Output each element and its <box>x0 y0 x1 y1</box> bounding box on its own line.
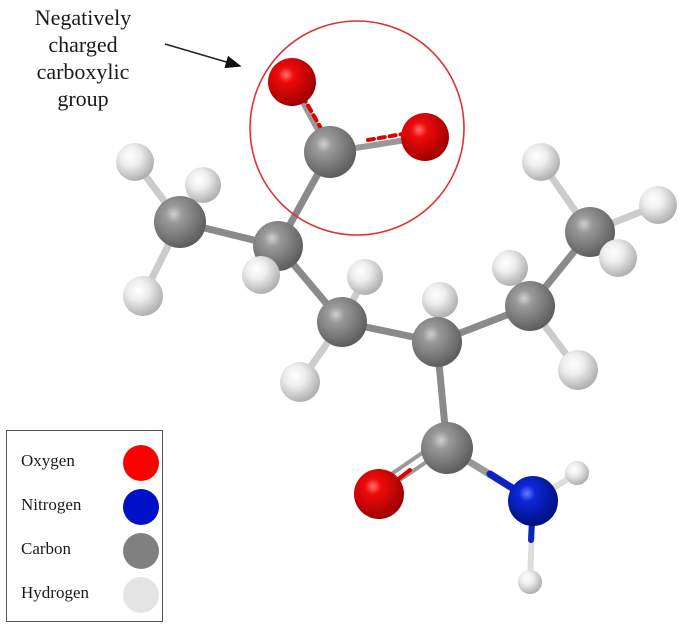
hydrogen-atom <box>599 239 637 277</box>
legend-label: Hydrogen <box>21 583 89 602</box>
legend-item-nitrogen: Nitrogen <box>21 487 159 527</box>
hydrogen-atom <box>242 256 280 294</box>
annotation-line: carboxylic <box>36 59 130 84</box>
hydrogen-atom <box>492 250 528 286</box>
hydrogen-atom <box>565 461 589 485</box>
carbon-atom-amide <box>421 422 473 474</box>
carbon-atom-central <box>412 317 462 367</box>
legend-label: Nitrogen <box>21 495 82 514</box>
hydrogen-swatch-icon <box>123 577 159 613</box>
legend-label: Oxygen <box>21 451 75 470</box>
carbon-atom-methylene <box>317 297 367 347</box>
nitrogen-atom-amide <box>508 476 558 526</box>
carbon-swatch-icon <box>123 533 159 569</box>
hydrogen-atom <box>518 570 542 594</box>
annotation-arrow <box>164 43 242 69</box>
hydrogen-atom <box>347 259 383 295</box>
hydrogen-atom <box>116 143 154 181</box>
nitrogen-swatch-icon <box>123 489 159 525</box>
hydrogen-atom <box>280 362 320 402</box>
carbon-atom-methyl-right <box>565 207 615 257</box>
oxygen-atom-amide <box>354 469 404 519</box>
hydrogen-atom <box>558 350 598 390</box>
carboxylic-group-annotation: Negatively charged carboxylic group <box>8 4 158 112</box>
legend-item-carbon: Carbon <box>21 531 159 571</box>
hydrogen-atom <box>422 282 458 318</box>
oxygen-atom-carboxyl-2 <box>401 113 449 161</box>
annotation-line: Negatively <box>34 5 132 30</box>
hydrogen-atom <box>123 276 163 316</box>
legend-item-oxygen: Oxygen <box>21 443 159 483</box>
annotation-line: charged <box>48 32 118 57</box>
annotation-line: group <box>57 86 109 111</box>
oxygen-atom-carboxyl-1 <box>268 58 316 106</box>
hydrogen-atom <box>639 186 677 224</box>
legend-item-hydrogen: Hydrogen <box>21 575 159 615</box>
legend-label: Carbon <box>21 539 72 558</box>
carbon-atom-carboxyl <box>304 126 356 178</box>
carboxylic-group-highlight-circle <box>249 20 465 236</box>
hydrogen-atom <box>185 167 221 203</box>
carbon-atom-methyl-left <box>154 196 206 248</box>
atoms <box>116 58 677 594</box>
carbon-atom-ethyl <box>505 281 555 331</box>
hydrogen-atom <box>522 143 560 181</box>
atom-legend: Oxygen Nitrogen Carbon Hydrogen <box>6 430 163 622</box>
oxygen-swatch-icon <box>123 445 159 481</box>
